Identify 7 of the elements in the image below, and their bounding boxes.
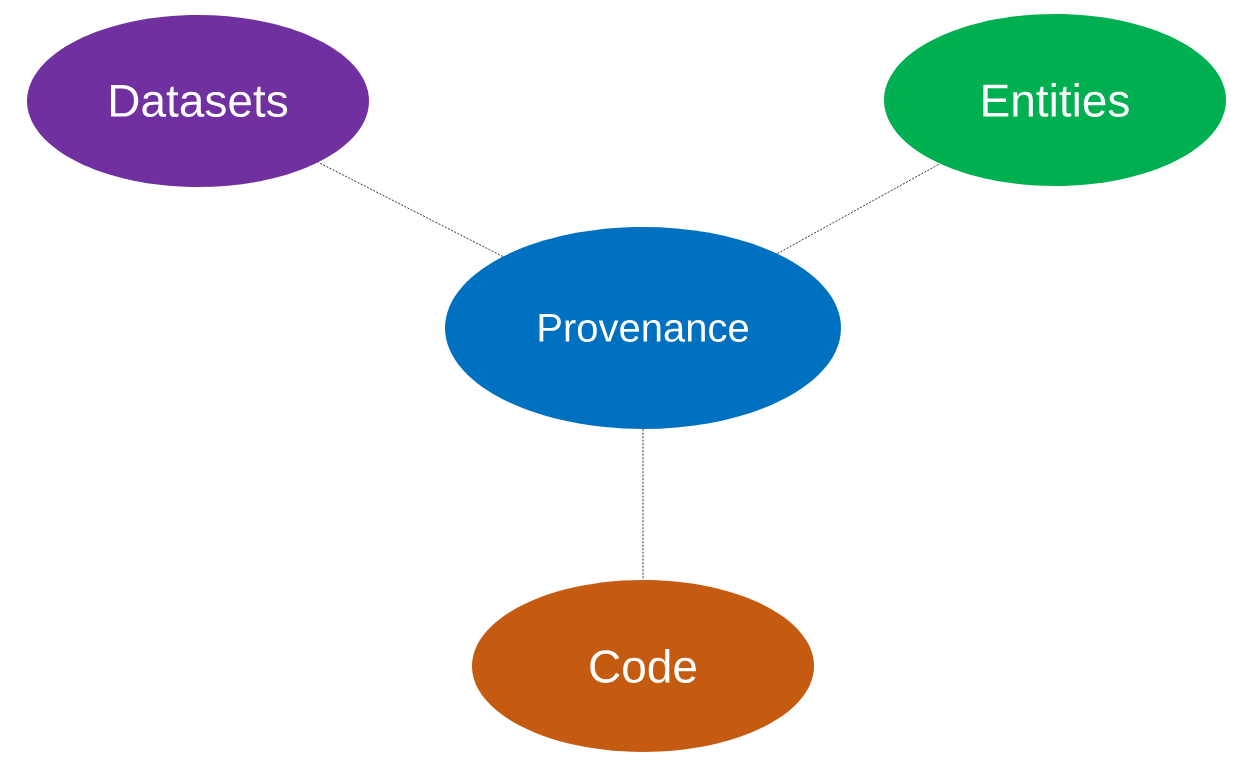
connector-line [317, 161, 504, 257]
ellipse-node: Datasets [27, 15, 369, 187]
ellipse-node: Code [472, 580, 814, 752]
connector-line [642, 428, 644, 581]
connector-line [777, 163, 941, 254]
ellipse-node: Provenance [445, 227, 841, 429]
ellipse-node: Entities [884, 14, 1226, 186]
